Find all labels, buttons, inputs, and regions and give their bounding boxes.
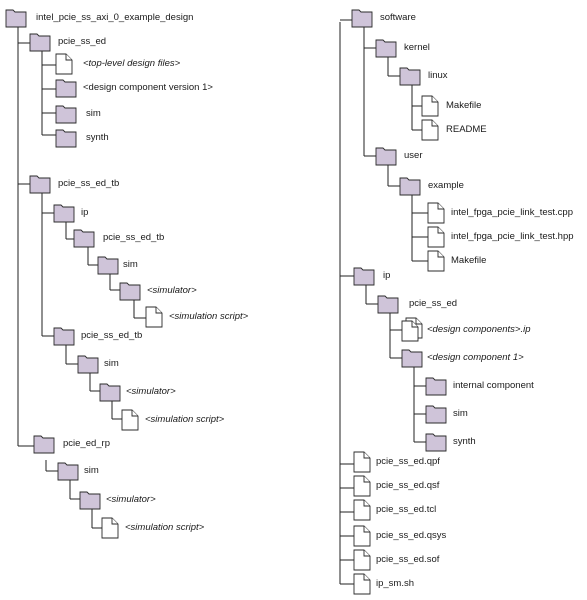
- folder-icon: [79, 491, 101, 510]
- folder-label-software: software: [380, 12, 416, 23]
- folder-label-ip: ip: [81, 207, 88, 218]
- folder-icon: [77, 355, 99, 374]
- folder-icon: [29, 175, 51, 194]
- file-icon: [145, 306, 163, 328]
- folder-icon: [399, 67, 421, 86]
- file-icon: [427, 250, 445, 272]
- folder-label-design-component-1: <design component 1>: [427, 352, 524, 363]
- folder-label-sim4: sim: [84, 465, 99, 476]
- file-icon: [353, 499, 371, 521]
- folder-label-sim1: sim: [86, 108, 101, 119]
- file-label-tcl: pcie_ss_ed.tcl: [376, 504, 436, 515]
- folder-icon: [99, 383, 121, 402]
- folder-label-design-component-v1: <design component version 1>: [83, 82, 213, 93]
- file-icon: [427, 202, 445, 224]
- folder-label-kernel: kernel: [404, 42, 430, 53]
- folder-label-pcie-ss-ed-tb2: pcie_ss_ed_tb: [81, 330, 142, 341]
- folder-label-example: example: [428, 180, 464, 191]
- tree-nodes: intel_pcie_ss_axi_0_example_design pcie_s…: [5, 9, 574, 595]
- folder-label-sim3: sim: [104, 358, 119, 369]
- file-label-sof: pcie_ss_ed.sof: [376, 554, 440, 565]
- file-label-design-components-ip: <design components>.ip: [427, 324, 531, 335]
- folder-icon: [425, 405, 447, 424]
- file-label-makefile1: Makefile: [446, 100, 481, 111]
- folder-label-simulator3: <simulator>: [106, 494, 156, 505]
- folder-label-linux: linux: [428, 70, 448, 81]
- folder-label-pcie-ss-ed-tb: pcie_ss_ed_tb: [58, 178, 119, 189]
- folder-icon: [55, 129, 77, 148]
- file-label-readme: README: [446, 124, 487, 135]
- folder-icon: [55, 79, 77, 98]
- folder-icon: [353, 267, 375, 286]
- file-icon: [121, 409, 139, 431]
- folder-icon: [5, 9, 27, 28]
- file-label-qsys: pcie_ss_ed.qsys: [376, 530, 446, 541]
- folder-label-pcie-ed-rp: pcie_ed_rp: [63, 438, 110, 449]
- file-icon: [353, 525, 371, 547]
- file-icon: [421, 95, 439, 117]
- file-label-top-level-files: <top-level design files>: [83, 58, 181, 69]
- file-icon: [353, 573, 371, 595]
- folder-icon: [97, 256, 119, 275]
- file-icon: [427, 226, 445, 248]
- tree-connectors: [17, 19, 428, 585]
- file-label-sim-script1: <simulation script>: [169, 311, 249, 322]
- folder-icon: [377, 295, 399, 314]
- file-icon: [353, 549, 371, 571]
- folder-label-pcie-ss-ed-tb-inner: pcie_ss_ed_tb: [103, 232, 164, 243]
- folder-label-simulator2: <simulator>: [126, 386, 176, 397]
- folder-icon: [53, 327, 75, 346]
- file-label-sim-script2: <simulation script>: [145, 414, 225, 425]
- file-label-sim-script3: <simulation script>: [125, 522, 205, 533]
- folder-label-user: user: [404, 150, 422, 161]
- folder-label-ip-pcie-ss-ed: pcie_ss_ed: [409, 298, 457, 309]
- folder-label-sim2: sim: [123, 259, 138, 270]
- folder-icon: [57, 462, 79, 481]
- folder-label-internal-component: internal component: [453, 380, 534, 391]
- folder-icon: [73, 229, 95, 248]
- file-icon: [421, 119, 439, 141]
- folder-icon: [33, 435, 55, 454]
- folder-label-ip: ip: [383, 270, 390, 281]
- folder-icon: [425, 433, 447, 452]
- file-label-cpp: intel_fpga_pcie_link_test.cpp: [451, 207, 573, 218]
- folder-icon: [29, 33, 51, 52]
- file-icon: [55, 53, 73, 75]
- file-label-hpp: intel_fpga_pcie_link_test.hpp: [451, 231, 574, 242]
- folder-icon: [119, 282, 141, 301]
- folder-label-pcie-ss-ed: pcie_ss_ed: [58, 36, 106, 47]
- folder-icon: [375, 39, 397, 58]
- folder-icon: [401, 349, 423, 368]
- folder-icon: [399, 177, 421, 196]
- file-label-qpf: pcie_ss_ed.qpf: [376, 456, 440, 467]
- file-icon: [353, 451, 371, 473]
- file-label-makefile2: Makefile: [451, 255, 486, 266]
- file-label-ip-sm: ip_sm.sh: [376, 578, 414, 589]
- folder-label-synth1: synth: [86, 132, 109, 143]
- folder-label-synth2: synth: [453, 436, 476, 447]
- file-label-qsf: pcie_ss_ed.qsf: [376, 480, 440, 491]
- folder-icon: [53, 204, 75, 223]
- file-icon: [101, 517, 119, 539]
- folder-label-root: intel_pcie_ss_axi_0_example_design: [36, 12, 193, 23]
- folder-label-simulator1: <simulator>: [147, 285, 197, 296]
- folder-icon: [375, 147, 397, 166]
- folder-label-sim5: sim: [453, 408, 468, 419]
- folder-icon: [55, 105, 77, 124]
- folder-icon: [425, 377, 447, 396]
- file-icon: [353, 475, 371, 497]
- files-stack-icon: [401, 317, 423, 342]
- folder-icon: [351, 9, 373, 28]
